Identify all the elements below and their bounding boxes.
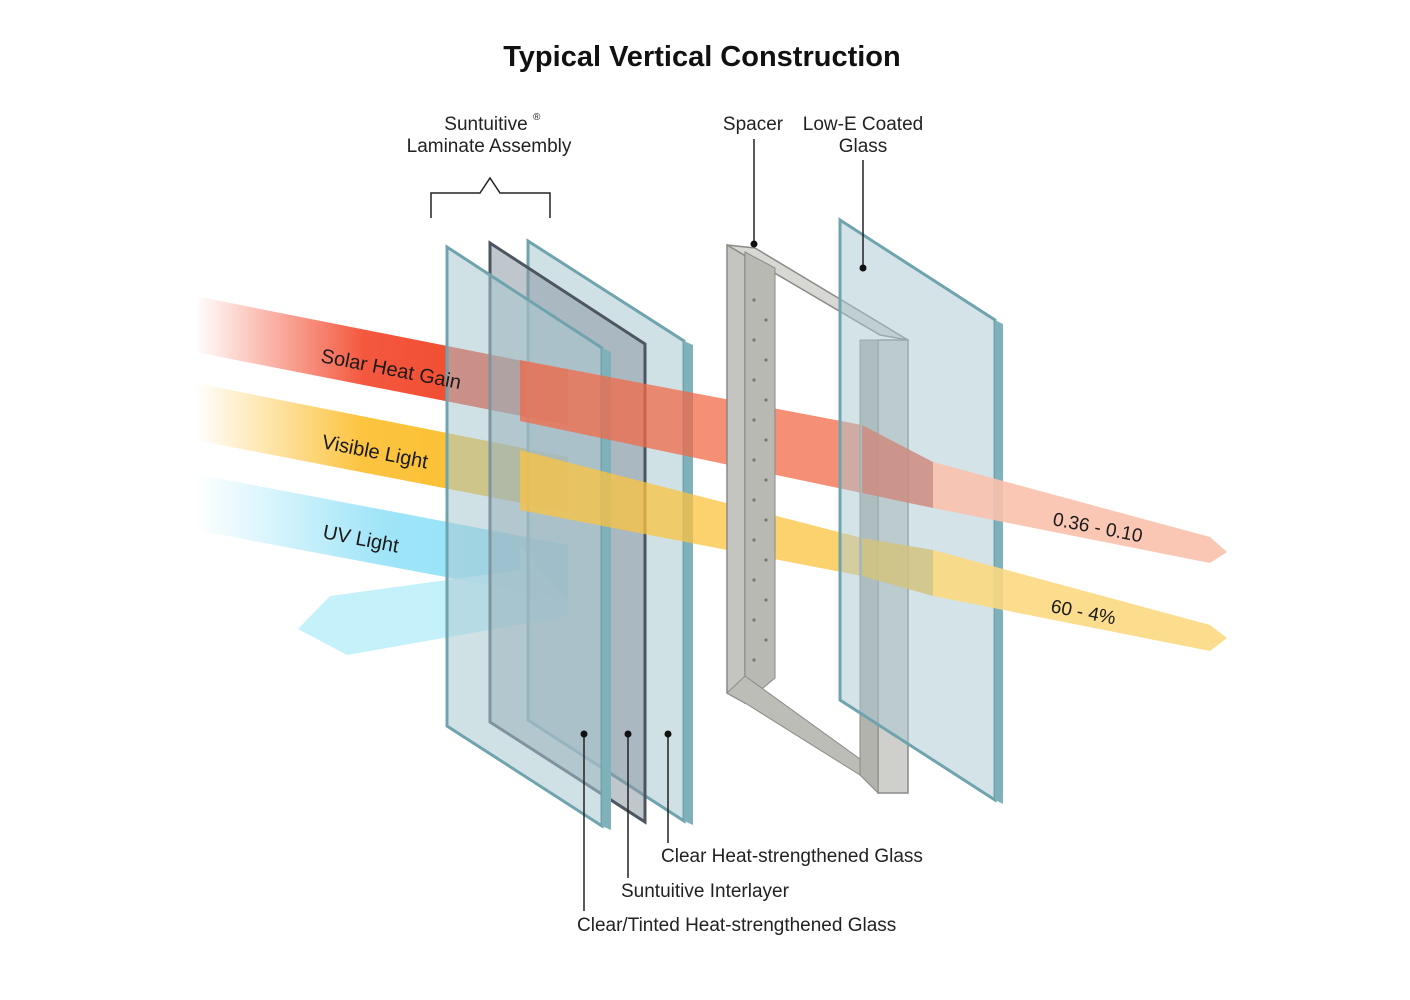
spacer-leader-dot bbox=[750, 240, 758, 248]
tinted-hs-glass-edge bbox=[602, 348, 611, 830]
laminate-label-line1: Suntuitive bbox=[444, 114, 527, 135]
lowe-leader-dot bbox=[859, 264, 867, 272]
lowe-label-line1: Low-E Coated bbox=[803, 114, 923, 135]
visible-output-arrow bbox=[933, 550, 1227, 651]
tinted-hs-glass-label: Clear/Tinted Heat-strengthened Glass bbox=[577, 915, 896, 936]
diagram-title: Typical Vertical Construction bbox=[503, 41, 901, 73]
laminate-label-line2: Laminate Assembly bbox=[407, 136, 572, 157]
clear-hs-glass-label: Clear Heat-strengthened Glass bbox=[661, 846, 923, 867]
clear-hs-leader-dot bbox=[664, 730, 672, 738]
solar-transmitted-beam bbox=[520, 360, 862, 493]
clear-hs-glass-edge bbox=[684, 341, 693, 825]
tinted-hs-glass-pane bbox=[445, 244, 604, 829]
laminate-registered-mark: ® bbox=[533, 112, 541, 123]
spacer-frame-inner-left bbox=[744, 251, 776, 705]
interlayer-leader-dot bbox=[624, 730, 632, 738]
spacer-perforations bbox=[752, 298, 768, 662]
spacer-label: Spacer bbox=[723, 114, 784, 135]
interlayer-label: Suntuitive Interlayer bbox=[621, 881, 790, 902]
tinted-hs-leader-dot bbox=[580, 730, 588, 738]
visible-transmitted-beam bbox=[520, 450, 862, 576]
solar-output-arrow bbox=[933, 462, 1227, 563]
laminate-bracket bbox=[430, 176, 551, 218]
lowe-label-line2: Glass bbox=[839, 136, 888, 157]
lowe-glass-edge bbox=[995, 320, 1003, 804]
spacer-frame-left bbox=[726, 243, 746, 705]
